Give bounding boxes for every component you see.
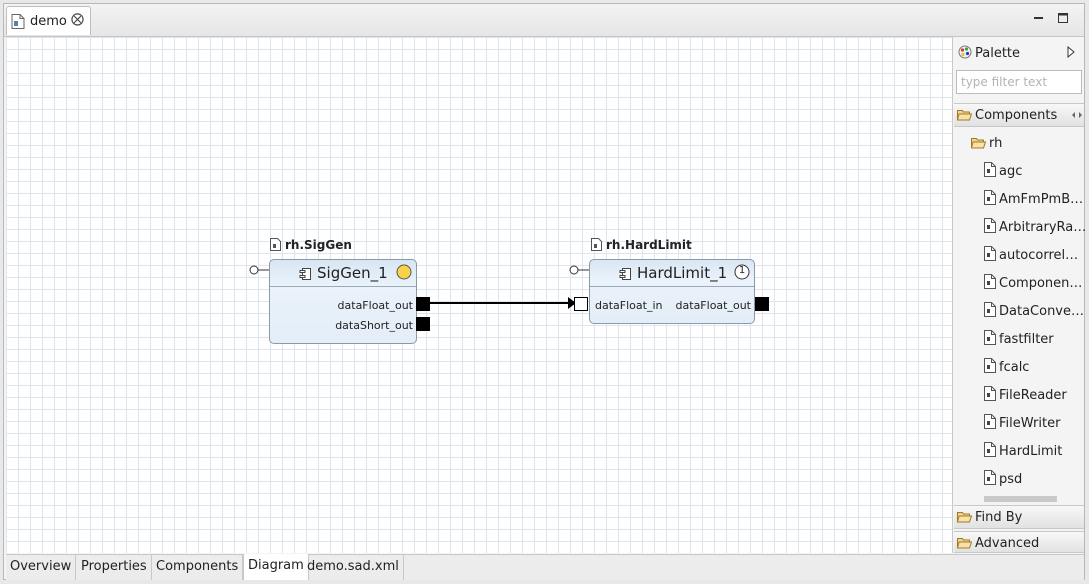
component-file-icon (984, 470, 996, 489)
folder-open-icon (956, 537, 973, 553)
tab-properties[interactable]: Properties (77, 555, 152, 580)
status-indicator-icon (396, 264, 412, 284)
tab-demo-sad-xml[interactable]: demo.sad.xml (303, 555, 404, 580)
hardlimit-type-label: rh.HardLimit (591, 238, 692, 254)
editor-tab-demo[interactable]: demo ⨂ (6, 6, 91, 35)
hardlimit-port-label-out: dataFloat_out (675, 299, 751, 312)
palette-item[interactable]: FileReader (984, 386, 1067, 405)
tree-folder-rh[interactable]: rh (970, 136, 1003, 153)
siggen-interface-lollipop[interactable] (249, 264, 271, 276)
palette-icon (958, 45, 972, 63)
component-file-icon (984, 358, 996, 377)
minimize-icon[interactable] (1032, 11, 1046, 25)
tab-overview[interactable]: Overview (6, 555, 77, 580)
diagram-canvas[interactable]: rh.SigGen SigGen_1 dataFloat_out dataSho… (6, 37, 953, 553)
hardlimit-header: HardLimit_1 1 (590, 260, 754, 287)
palette-item[interactable]: HardLimit (984, 442, 1062, 461)
folder-open-icon (970, 137, 987, 153)
component-file-icon (984, 218, 996, 237)
palette-header[interactable]: Palette (954, 37, 1084, 67)
component-file-icon (984, 190, 996, 209)
siggen-type-text: rh.SigGen (285, 238, 352, 252)
palette-item-label: autocorrel… (999, 248, 1079, 263)
palette-item[interactable]: agc (984, 162, 1022, 181)
palette-scrollbar[interactable] (984, 496, 1057, 502)
component-file-icon (270, 238, 281, 254)
tree-folder-label: rh (989, 136, 1003, 151)
tab-diagram[interactable]: Diagram (243, 554, 309, 580)
component-file-icon (984, 274, 996, 293)
siggen-component[interactable]: SigGen_1 dataFloat_out dataShort_out (269, 259, 417, 344)
siggen-port-dataShort-out[interactable] (416, 317, 430, 331)
siggen-port-dataFloat-out[interactable] (416, 297, 430, 311)
component-file-icon (984, 246, 996, 265)
component-file-icon (984, 442, 996, 461)
palette-item-label: fastfilter (999, 332, 1054, 347)
hardlimit-instance-name: HardLimit_1 (637, 264, 728, 282)
drawer-advanced-label: Advanced (975, 536, 1040, 551)
siggen-header: SigGen_1 (270, 260, 416, 287)
component-icon (299, 268, 311, 284)
component-file-icon (984, 414, 996, 433)
palette-item[interactable]: ArbitraryRa… (984, 218, 1086, 237)
palette-item-label: DataConve… (999, 304, 1085, 319)
palette-item[interactable]: fcalc (984, 358, 1029, 377)
folder-open-icon (956, 511, 973, 527)
palette-item-label: fcalc (999, 360, 1030, 375)
folder-open-icon (956, 109, 973, 125)
palette-title: Palette (975, 46, 1021, 61)
palette-item-label: FileReader (999, 388, 1067, 403)
tab-components[interactable]: Components (152, 555, 244, 580)
palette-filter-input[interactable] (956, 70, 1082, 94)
component-file-icon (984, 162, 996, 181)
hardlimit-type-text: rh.HardLimit (606, 238, 692, 252)
status-badge-text: 1 (738, 265, 746, 276)
status-indicator-icon: 1 (734, 264, 750, 280)
palette-item-label: AmFmPmB… (999, 192, 1084, 207)
close-tab-icon[interactable]: ⨂ (71, 12, 84, 27)
editor-tab-label: demo (30, 14, 67, 29)
siggen-type-label: rh.SigGen (270, 238, 352, 254)
palette-item-label: agc (999, 164, 1023, 179)
palette-item-label: psd (999, 472, 1023, 487)
palette-item[interactable]: psd (984, 470, 1022, 489)
siggen-instance-name: SigGen_1 (317, 264, 388, 282)
editor-tab-strip: demo ⨂ (4, 4, 1084, 37)
component-file-icon (591, 238, 602, 254)
hardlimit-port-label-in: dataFloat_in (595, 299, 663, 312)
palette-item[interactable]: DataConve… (984, 302, 1084, 321)
collapse-palette-icon[interactable] (1066, 45, 1076, 62)
hardlimit-port-dataFloat-out[interactable] (755, 297, 769, 311)
component-file-icon (984, 386, 996, 405)
connection-line[interactable] (6, 37, 952, 553)
hardlimit-interface-lollipop[interactable] (569, 264, 591, 276)
palette-item[interactable]: Componen… (984, 274, 1082, 293)
pin-drawer-icon[interactable] (1071, 109, 1083, 124)
component-file-icon (984, 330, 996, 349)
palette-item-label: HardLimit (999, 444, 1063, 459)
editor-window: demo ⨂ rh.SigGen (3, 3, 1086, 580)
palette-item-label: ArbitraryRa… (999, 220, 1087, 235)
sad-file-icon (11, 14, 25, 33)
drawer-components-label: Components (975, 108, 1058, 123)
palette-item[interactable]: autocorrel… (984, 246, 1078, 265)
palette-item-label: Componen… (999, 276, 1083, 291)
hardlimit-component[interactable]: HardLimit_1 1 dataFloat_in dataFloat_out (589, 259, 755, 324)
drawer-find-by[interactable]: Find By (954, 505, 1084, 529)
component-icon (619, 268, 631, 284)
drawer-components[interactable]: Components (954, 103, 1084, 127)
palette-item[interactable]: FileWriter (984, 414, 1060, 433)
drawer-advanced[interactable]: Advanced (954, 531, 1084, 553)
palette-item-label: FileWriter (999, 416, 1061, 431)
component-file-icon (984, 302, 996, 321)
maximize-icon[interactable] (1056, 11, 1070, 25)
palette-item[interactable]: AmFmPmB… (984, 190, 1083, 209)
siggen-port-label-short: dataShort_out (335, 319, 413, 332)
siggen-port-label-float: dataFloat_out (337, 299, 413, 312)
hardlimit-port-dataFloat-in[interactable] (574, 297, 588, 311)
drawer-find-by-label: Find By (975, 510, 1023, 525)
palette-item[interactable]: fastfilter (984, 330, 1054, 349)
